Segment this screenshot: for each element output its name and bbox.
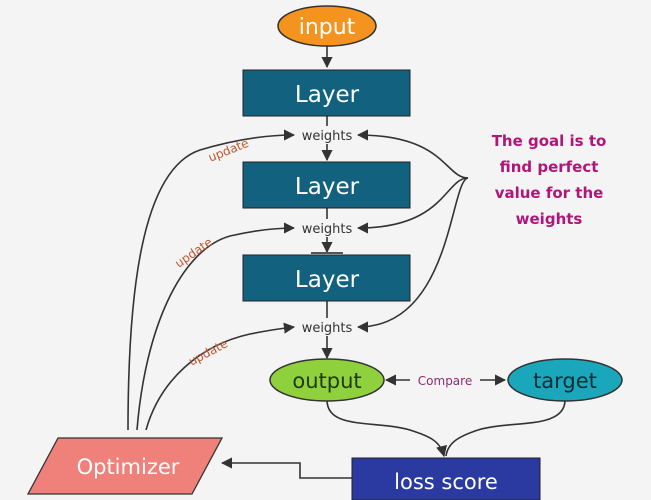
arrow-update-2: [136, 222, 296, 431]
goal-line-1: The goal is to: [492, 132, 607, 150]
layer-2-label: Layer: [295, 174, 360, 200]
weights-label-2: weights: [302, 222, 353, 237]
arrow-goal-weights3: [356, 177, 469, 333]
arrow-update-3: [145, 322, 296, 431]
update-label-3: update: [186, 336, 230, 368]
weights-label-1: weights: [302, 129, 353, 144]
loss-score-label: loss score: [394, 470, 498, 494]
arrow-update-1: [127, 129, 296, 431]
layer-1: [242, 69, 411, 117]
optimizer-label: Optimizer: [77, 455, 180, 479]
compare-label: Compare: [418, 374, 472, 388]
weights-label-3: weights: [302, 321, 353, 336]
layer-3: [242, 254, 411, 302]
input-node-label: input: [299, 15, 356, 40]
arrow-output-to-loss: [326, 399, 447, 458]
optimizer-node: [26, 437, 224, 495]
arrow-goal-weights2: [356, 177, 469, 234]
goal-line-4: weights: [516, 210, 583, 228]
layer-1-label: Layer: [295, 82, 360, 108]
loss-score-node: [351, 457, 541, 500]
target-node: [507, 358, 623, 402]
arrow-goal-weights1: [356, 129, 469, 179]
update-label-2: update: [172, 235, 215, 271]
goal-line-3: value for the: [495, 184, 604, 202]
update-label-1: update: [206, 136, 250, 165]
arrow-target-to-loss: [445, 399, 566, 457]
output-node: [269, 358, 385, 402]
target-node-label: target: [533, 369, 597, 393]
goal-line-2: find perfect: [500, 158, 599, 176]
arrow-loss-to-optimizer: [220, 457, 352, 479]
output-node-label: output: [292, 369, 361, 393]
input-node: [277, 5, 377, 47]
layer-2: [242, 161, 411, 209]
layer-3-label: Layer: [295, 267, 360, 293]
